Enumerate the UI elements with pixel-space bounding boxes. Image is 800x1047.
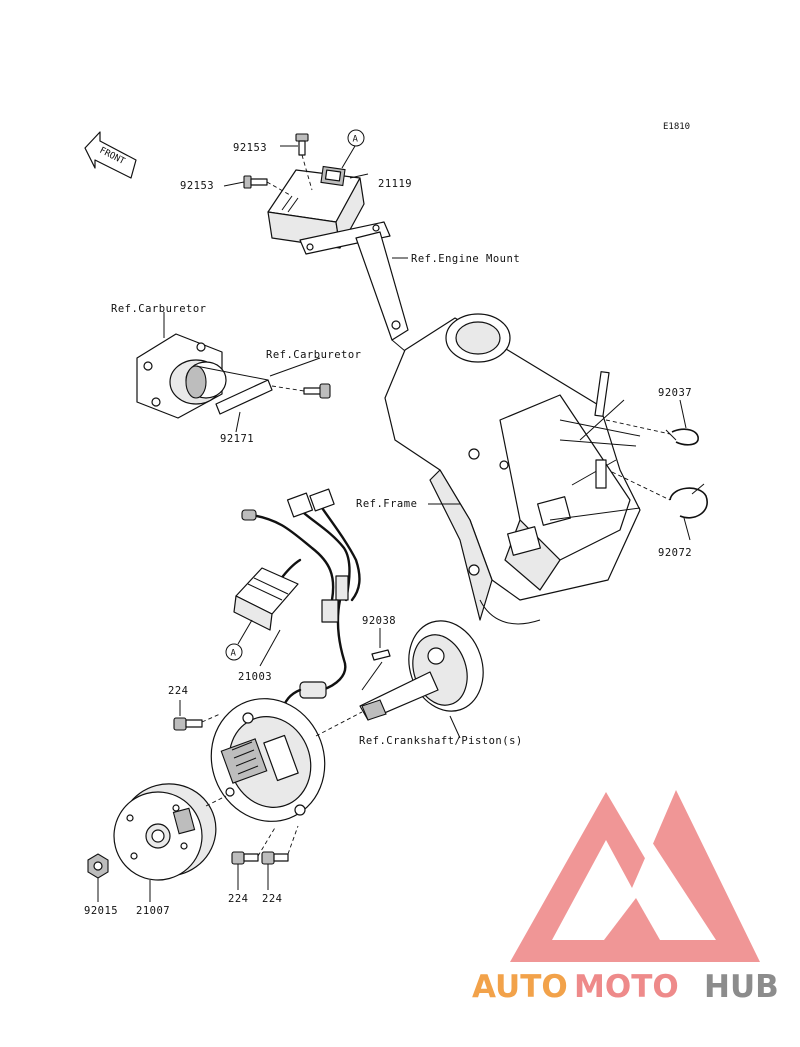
frame — [384, 313, 641, 625]
bolt-224-top — [173, 700, 221, 731]
clip-92072 — [611, 471, 708, 541]
bolt-224-b — [261, 825, 299, 890]
label-carburetor-right: Ref.Carburetor — [266, 349, 362, 361]
svg-text:A: A — [353, 135, 359, 145]
watermark-moto: MOTO — [574, 969, 679, 1005]
carburetor-adapter — [136, 333, 227, 419]
label-92037: 92037 — [658, 387, 692, 399]
woodruff-key-92038 — [361, 628, 391, 691]
stator-assembly — [210, 698, 326, 822]
label-crankshaft: Ref.Crankshaft/Piston(s) — [359, 735, 523, 747]
label-21007: 21007 — [136, 905, 170, 917]
label-224-a: 224 — [228, 893, 248, 905]
label-21003: 21003 — [238, 671, 272, 683]
watermark-auto: AUTO — [472, 969, 568, 1005]
label-92153-top: 92153 — [233, 142, 267, 154]
ref-marker-a-bottom: A — [225, 619, 253, 661]
coupler-connector — [233, 567, 299, 631]
crankshaft — [359, 620, 484, 739]
label-92153-left: 92153 — [180, 180, 214, 192]
front-arrow-icon: FRONT — [84, 131, 137, 179]
svg-text:A: A — [231, 649, 237, 659]
label-224-top: 224 — [168, 685, 188, 697]
diagram-code: E1810 — [663, 122, 690, 132]
bolt-92153-top — [295, 133, 309, 156]
bolt-clamp — [303, 383, 331, 399]
label-92015: 92015 — [84, 905, 118, 917]
label-92038: 92038 — [362, 615, 396, 627]
frame-tab — [594, 371, 610, 489]
ref-marker-a-top: A — [341, 129, 365, 169]
label-92072: 92072 — [658, 547, 692, 559]
clip-92037 — [605, 399, 699, 446]
label-carburetor-left: Ref.Carburetor — [111, 303, 207, 315]
watermark-hub: HUB — [704, 969, 779, 1005]
bolt-224-a — [231, 825, 277, 890]
engine-mount-bracket — [299, 221, 419, 363]
clamp-92171 — [195, 365, 273, 415]
label-21119: 21119 — [378, 178, 412, 190]
label-frame: Ref.Frame — [356, 498, 417, 510]
flywheel — [113, 783, 227, 902]
nut-92015 — [87, 853, 109, 902]
watermark-logo-icon — [510, 790, 760, 962]
label-92171: 92171 — [220, 433, 254, 445]
bolt-92153-left — [243, 175, 268, 189]
label-224-b: 224 — [262, 893, 282, 905]
label-engine-mount: Ref.Engine Mount — [411, 253, 520, 265]
